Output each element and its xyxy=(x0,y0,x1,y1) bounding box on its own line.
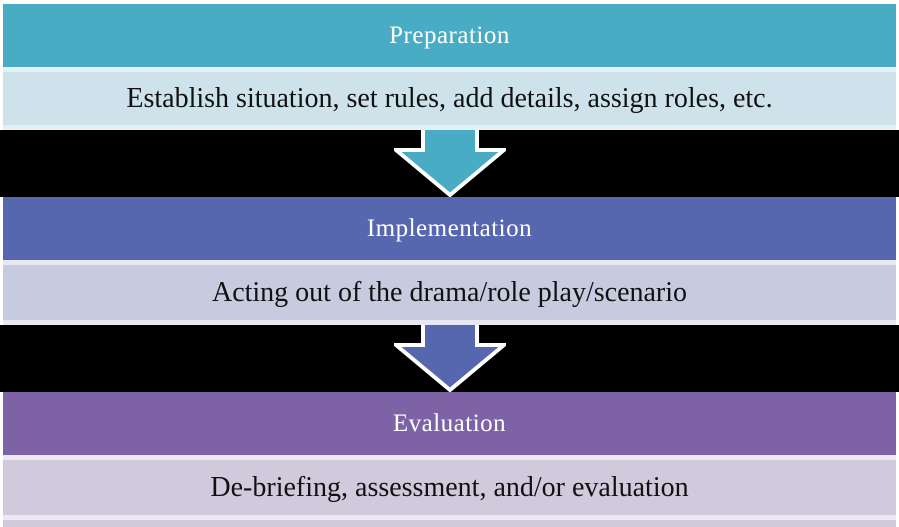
connector-gap xyxy=(0,130,899,197)
down-arrow-icon xyxy=(393,325,506,392)
stage-description-cropped xyxy=(3,520,896,527)
stage-header: Implementation xyxy=(3,197,896,260)
connector-gap xyxy=(0,325,899,392)
stage-separator xyxy=(3,125,896,130)
stage-description-text: Acting out of the drama/role play/scenar… xyxy=(211,276,688,308)
stage-separator xyxy=(3,260,896,265)
stage-title: Preparation xyxy=(389,21,510,49)
stage-header: Preparation xyxy=(3,4,896,67)
stage-preparation: Preparation Establish situation, set rul… xyxy=(3,4,896,130)
stage-title: Evaluation xyxy=(392,409,507,437)
stage-separator xyxy=(3,320,896,325)
down-arrow-icon xyxy=(393,130,506,197)
stage-description-text: Establish situation, set rules, add deta… xyxy=(126,82,773,114)
stage-implementation: Implementation Acting out of the drama/r… xyxy=(3,197,896,325)
stage-separator xyxy=(3,67,896,72)
stage-title: Implementation xyxy=(366,214,533,242)
stage-description: Acting out of the drama/role play/scenar… xyxy=(3,265,896,320)
top-margin xyxy=(0,0,899,4)
stage-description: De-briefing, assessment, and/or evaluati… xyxy=(3,460,896,515)
stage-separator xyxy=(3,515,896,520)
stage-header: Evaluation xyxy=(3,392,896,455)
stage-evaluation: Evaluation De-briefing, assessment, and/… xyxy=(3,392,896,520)
stage-description: Establish situation, set rules, add deta… xyxy=(3,72,896,125)
stage-description-text: De-briefing, assessment, and/or evaluati… xyxy=(210,471,689,503)
stage-separator xyxy=(3,455,896,460)
